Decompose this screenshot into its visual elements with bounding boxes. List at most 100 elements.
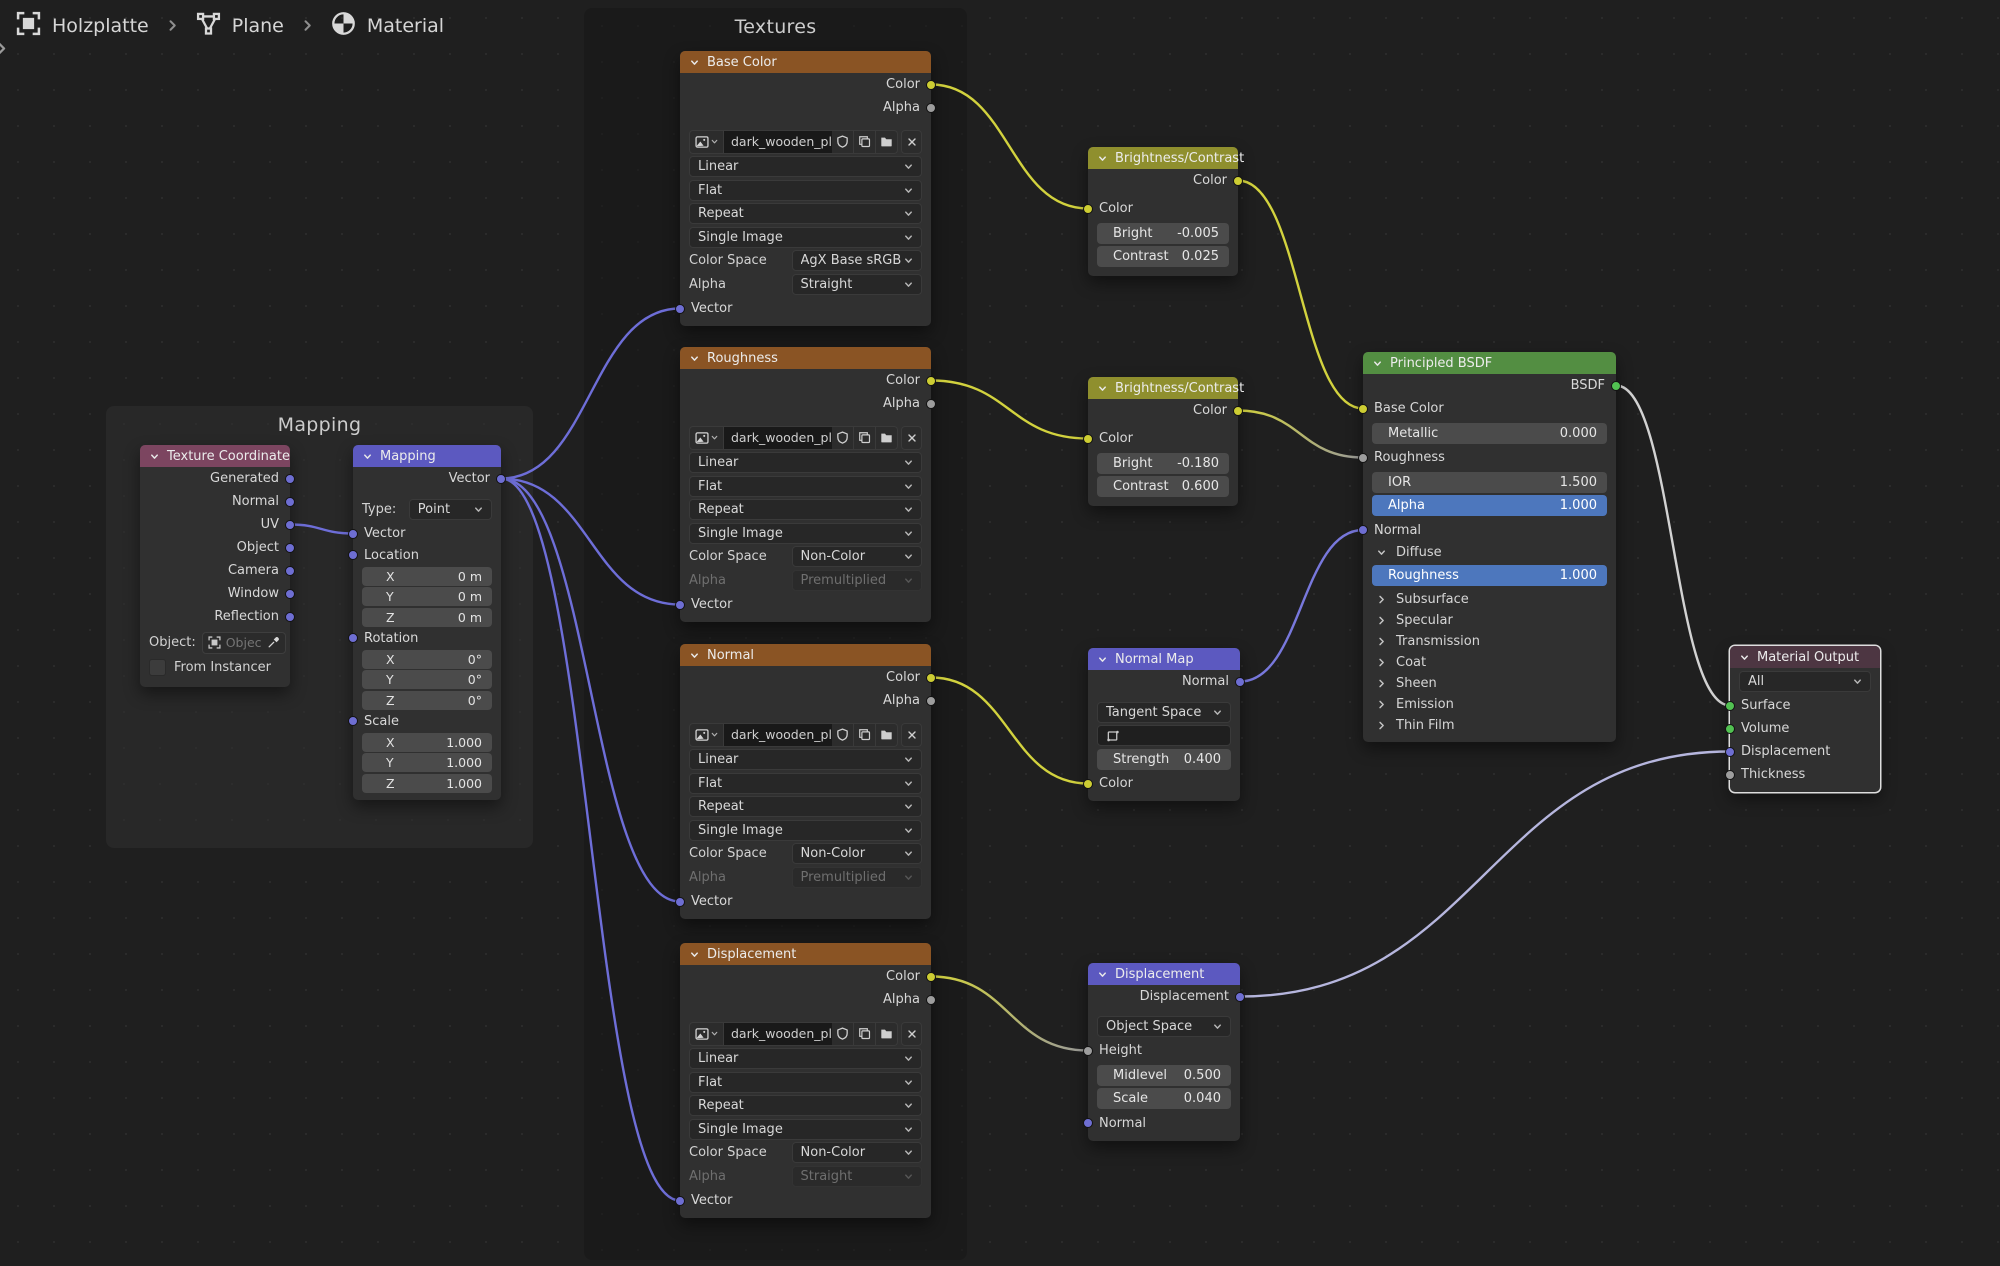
dropdown-type[interactable]: Point	[409, 499, 492, 520]
vector-component-y[interactable]: Y0°	[362, 670, 492, 689]
fake-user-button[interactable]	[832, 426, 854, 450]
socket-out-displacement[interactable]	[1235, 992, 1245, 1002]
chevron-down-icon[interactable]	[1097, 153, 1108, 164]
dropdown-color-space[interactable]: AgX Base sRGB	[792, 250, 922, 271]
fake-user-button[interactable]	[832, 723, 854, 747]
duplicate-button[interactable]	[854, 130, 876, 154]
chevron-down-icon[interactable]	[1097, 383, 1108, 394]
image-name-field[interactable]: dark_wooden_pl...	[724, 1022, 832, 1046]
dropdown-single-image[interactable]: Single Image	[689, 523, 922, 544]
socket-in-base-color[interactable]	[1358, 404, 1368, 414]
dropdown-linear[interactable]: Linear	[689, 452, 922, 473]
slider-bright[interactable]: Bright-0.180	[1097, 453, 1229, 474]
node-header-normal-map[interactable]: Normal Map	[1088, 648, 1240, 670]
socket-in-vector[interactable]	[675, 1196, 685, 1206]
vector-component-z[interactable]: Z1.000	[362, 774, 492, 793]
unlink-button[interactable]	[901, 1022, 922, 1046]
unlink-button[interactable]	[901, 426, 922, 450]
eyedropper-icon[interactable]	[267, 636, 280, 649]
socket-out-color[interactable]	[926, 376, 936, 386]
dropdown-repeat[interactable]: Repeat	[689, 499, 922, 520]
chevron-down-icon[interactable]	[689, 650, 700, 661]
open-image-button[interactable]	[876, 426, 898, 450]
section-coat[interactable]: Coat	[1363, 652, 1616, 673]
dropdown-flat[interactable]: Flat	[689, 476, 922, 497]
socket-out-normal[interactable]	[1235, 677, 1245, 687]
dropdown-color-space[interactable]: Non-Color	[792, 546, 922, 567]
node-brightcontrast-2[interactable]: Brightness/ContrastColorColorBright-0.18…	[1088, 377, 1238, 506]
socket-out-alpha[interactable]	[926, 103, 936, 113]
slider-contrast[interactable]: Contrast0.025	[1097, 246, 1229, 267]
node-header-material-output[interactable]: Material Output	[1730, 646, 1880, 668]
duplicate-button[interactable]	[854, 426, 876, 450]
duplicate-button[interactable]	[854, 723, 876, 747]
dropdown-object-space[interactable]: Object Space	[1097, 1016, 1231, 1037]
chevron-down-icon[interactable]	[1376, 547, 1387, 558]
chevron-down-icon[interactable]	[1372, 358, 1383, 369]
unlink-button[interactable]	[901, 130, 922, 154]
socket-out-color[interactable]	[926, 972, 936, 982]
dropdown-flat[interactable]: Flat	[689, 180, 922, 201]
dropdown-tangent-space[interactable]: Tangent Space	[1097, 702, 1231, 723]
socket-out-bsdf[interactable]	[1611, 381, 1621, 391]
node-brightcontrast-1[interactable]: Brightness/ContrastColorColorBright-0.00…	[1088, 147, 1238, 276]
section-sheen[interactable]: Sheen	[1363, 673, 1616, 694]
image-name-field[interactable]: dark_wooden_pl...	[724, 130, 832, 154]
chevron-down-icon[interactable]	[1739, 652, 1750, 663]
uv-map-field[interactable]	[1097, 725, 1231, 746]
dropdown-single-image[interactable]: Single Image	[689, 820, 922, 841]
open-image-button[interactable]	[876, 723, 898, 747]
socket-in-volume[interactable]	[1725, 724, 1735, 734]
slider-alpha[interactable]: Alpha1.000	[1372, 495, 1607, 516]
fake-user-button[interactable]	[832, 1022, 854, 1046]
socket-in-thickness[interactable]	[1725, 770, 1735, 780]
node-tex-normal[interactable]: NormalColorAlphadark_wooden_pl...LinearF…	[680, 644, 931, 919]
slider-roughness[interactable]: Roughness1.000	[1372, 565, 1607, 586]
dropdown-single-image[interactable]: Single Image	[689, 227, 922, 248]
socket-in-vector[interactable]	[675, 600, 685, 610]
chevron-down-icon[interactable]	[362, 451, 373, 462]
chevron-right-icon[interactable]	[1376, 720, 1387, 731]
socket-in-color[interactable]	[1083, 204, 1093, 214]
chevron-down-icon[interactable]	[149, 451, 160, 462]
socket-out-uv[interactable]	[285, 520, 295, 530]
region-collapse-arrow[interactable]	[0, 40, 10, 61]
node-header-tex-displacement[interactable]: Displacement	[680, 943, 931, 965]
node-header-tex-base-color[interactable]: Base Color	[680, 51, 931, 73]
chevron-down-icon[interactable]	[1097, 969, 1108, 980]
vector-component-x[interactable]: X0°	[362, 650, 492, 669]
socket-out-reflection[interactable]	[285, 612, 295, 622]
chevron-right-icon[interactable]	[1376, 636, 1387, 647]
image-name-field[interactable]: dark_wooden_pl...	[724, 426, 832, 450]
dropdown-linear[interactable]: Linear	[689, 1048, 922, 1069]
socket-in-color[interactable]	[1083, 779, 1093, 789]
socket-out-alpha[interactable]	[926, 696, 936, 706]
socket-out-color[interactable]	[1233, 406, 1243, 416]
node-header-displacement[interactable]: Displacement	[1088, 963, 1240, 985]
socket-out-normal[interactable]	[285, 497, 295, 507]
dropdown-single-image[interactable]: Single Image	[689, 1119, 922, 1140]
dropdown-alpha[interactable]: Premultiplied	[792, 867, 922, 888]
section-diffuse[interactable]: Diffuse	[1363, 542, 1616, 563]
open-image-button[interactable]	[876, 130, 898, 154]
image-browse-button[interactable]	[689, 426, 724, 450]
slider-metallic[interactable]: Metallic0.000	[1372, 423, 1607, 444]
slider-strength[interactable]: Strength0.400	[1097, 749, 1231, 770]
chevron-right-icon[interactable]	[1376, 678, 1387, 689]
chevron-right-icon[interactable]	[1376, 615, 1387, 626]
section-transmission[interactable]: Transmission	[1363, 631, 1616, 652]
node-header-mapping[interactable]: Mapping	[353, 445, 501, 467]
chevron-down-icon[interactable]	[1097, 654, 1108, 665]
image-browse-button[interactable]	[689, 1022, 724, 1046]
socket-out-alpha[interactable]	[926, 995, 936, 1005]
chevron-down-icon[interactable]	[689, 353, 700, 364]
vector-component-z[interactable]: Z0 m	[362, 608, 492, 627]
dropdown-repeat[interactable]: Repeat	[689, 796, 922, 817]
node-header-texture-coordinate[interactable]: Texture Coordinate	[140, 445, 290, 467]
slider-ior[interactable]: IOR1.500	[1372, 472, 1607, 493]
chevron-right-icon[interactable]	[1376, 699, 1387, 710]
dropdown-color-space[interactable]: Non-Color	[792, 1142, 922, 1163]
socket-out-object[interactable]	[285, 543, 295, 553]
dropdown-alpha[interactable]: Premultiplied	[792, 570, 922, 591]
socket-in-scale[interactable]	[348, 716, 358, 726]
